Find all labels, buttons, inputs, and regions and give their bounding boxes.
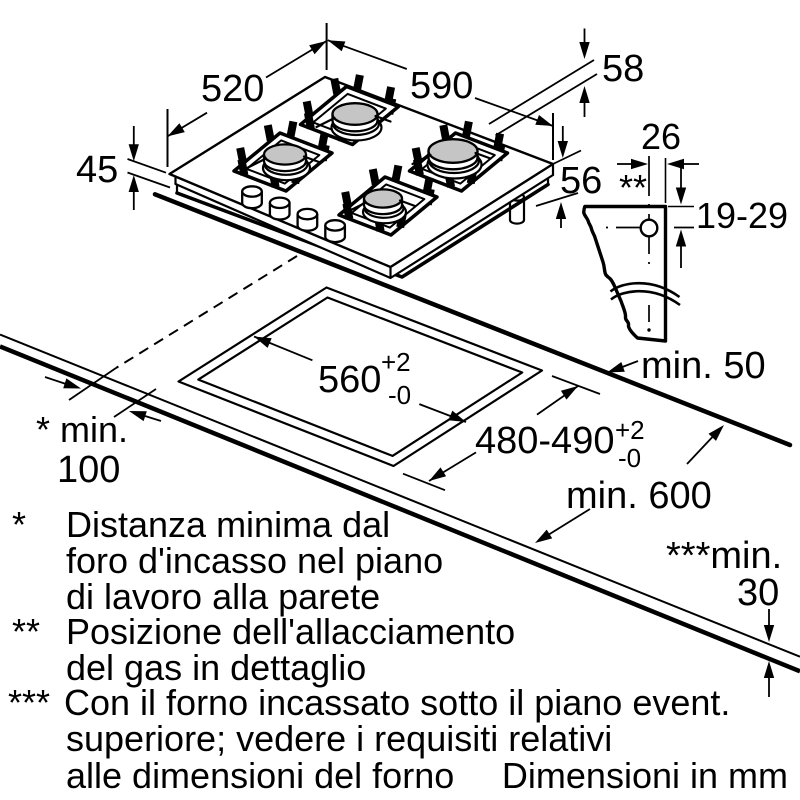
- svg-text:+2: +2: [381, 347, 411, 377]
- svg-text:del gas in dettaglio: del gas in dettaglio: [66, 647, 366, 688]
- svg-text:*: *: [12, 504, 26, 545]
- svg-text:58: 58: [602, 48, 644, 90]
- svg-text:480-490: 480-490: [475, 420, 614, 462]
- svg-text:100: 100: [57, 449, 120, 491]
- svg-text:590: 590: [410, 65, 473, 107]
- svg-text:alle dimensioni del forno: alle dimensioni del forno: [66, 755, 454, 796]
- svg-text:* min.: * min.: [36, 409, 128, 450]
- svg-text:superiore; vedere i requisiti: superiore; vedere i requisiti relativi: [66, 718, 612, 759]
- svg-text:45: 45: [76, 149, 118, 191]
- svg-text:Dimensioni in mm: Dimensioni in mm: [502, 755, 788, 796]
- svg-text:Distanza minima dal: Distanza minima dal: [66, 504, 390, 545]
- svg-text:min. 600: min. 600: [566, 475, 712, 517]
- svg-text:-0: -0: [618, 443, 641, 473]
- svg-text:+2: +2: [615, 415, 645, 445]
- svg-text:19-29: 19-29: [696, 195, 788, 236]
- svg-text:***min.: ***min.: [666, 535, 782, 577]
- svg-text:-0: -0: [388, 380, 411, 410]
- svg-text:**: **: [12, 611, 40, 652]
- svg-text:Posizione dell'allacciamento: Posizione dell'allacciamento: [66, 611, 515, 652]
- svg-text:foro d'incasso nel piano: foro d'incasso nel piano: [66, 540, 443, 581]
- svg-text:**: **: [619, 167, 647, 208]
- svg-text:30: 30: [737, 572, 779, 614]
- svg-text:***: ***: [8, 682, 50, 723]
- svg-text:26: 26: [641, 116, 681, 157]
- svg-text:min. 50: min. 50: [641, 345, 766, 387]
- svg-text:di lavoro alla parete: di lavoro alla parete: [66, 576, 380, 617]
- svg-text:56: 56: [560, 160, 602, 202]
- svg-text:520: 520: [201, 68, 264, 110]
- svg-text:560: 560: [318, 359, 381, 401]
- svg-text:Con il forno incassato sotto i: Con il forno incassato sotto il piano ev…: [64, 682, 730, 723]
